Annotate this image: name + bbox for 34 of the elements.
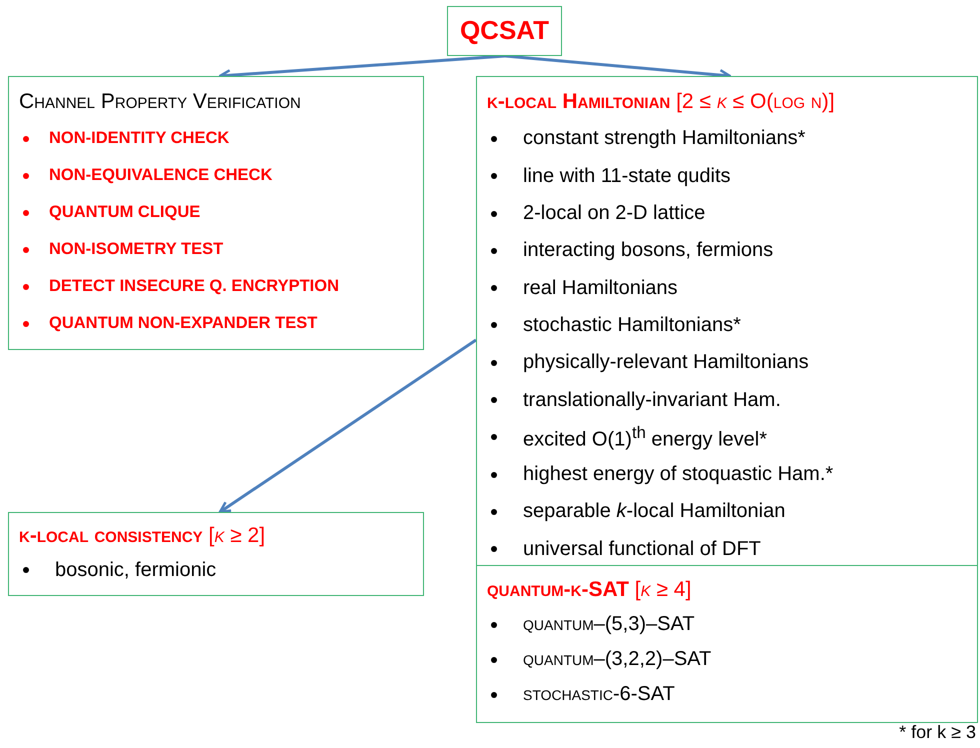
list-item: DETECT INSECURE Q. ENCRYPTION bbox=[49, 277, 339, 296]
title-box bbox=[447, 6, 562, 56]
list-item: universal functional of DFT bbox=[523, 538, 761, 561]
text-box bbox=[8, 512, 424, 596]
list-item: QUANTUM CLIQUE bbox=[49, 203, 200, 222]
arrow bbox=[218, 338, 477, 514]
title: QCSAT bbox=[458, 14, 550, 47]
list-item: physically-relevant Hamiltonians bbox=[523, 351, 809, 374]
text-box bbox=[8, 76, 424, 350]
footnote: * for k ≥ 3 bbox=[899, 722, 976, 743]
list-item: real Hamiltonians bbox=[523, 276, 678, 300]
list-item: quantum–(3,2,2)–SAT bbox=[523, 648, 712, 671]
list-item: line with 11-state qudits bbox=[523, 164, 731, 188]
box-heading: Channel Property Verification bbox=[19, 89, 302, 115]
text-box bbox=[476, 565, 978, 723]
list-item: QUANTUM NON-EXPANDER TEST bbox=[49, 314, 318, 333]
list-item: quantum–(5,3)–SAT bbox=[523, 613, 695, 636]
box-heading: k-local consistency [k ≥ 2] bbox=[19, 523, 266, 549]
list-item: interacting bosons, fermions bbox=[523, 239, 774, 262]
list-item: 2-local on 2-D lattice bbox=[523, 202, 706, 226]
list-item: NON-EQUIVALENCE CHECK bbox=[49, 166, 272, 185]
list-item: translationally-invariant Ham. bbox=[523, 388, 781, 412]
list-item: NON-ISOMETRY TEST bbox=[49, 240, 224, 259]
list-item: highest energy of stoquastic Ham.* bbox=[523, 463, 834, 486]
box-heading: k-local Hamiltonian [2 ≤ k ≤ O(log n)] bbox=[487, 89, 836, 115]
list-item: stochastic-6-SAT bbox=[523, 683, 675, 706]
list-item: bosonic, fermionic bbox=[55, 558, 216, 582]
list-item: excited O(1)$^{th}$ energy level* bbox=[523, 422, 768, 452]
text-box bbox=[476, 76, 978, 566]
list-item: stochastic Hamiltonians* bbox=[523, 314, 741, 337]
box-heading: quantum-k-SAT [k ≥ 4] bbox=[487, 577, 692, 603]
list-item: separable k-local Hamiltonian bbox=[523, 500, 786, 524]
list-item: NON-IDENTITY CHECK bbox=[49, 129, 230, 148]
list-item: constant strength Hamiltonians* bbox=[523, 127, 806, 150]
